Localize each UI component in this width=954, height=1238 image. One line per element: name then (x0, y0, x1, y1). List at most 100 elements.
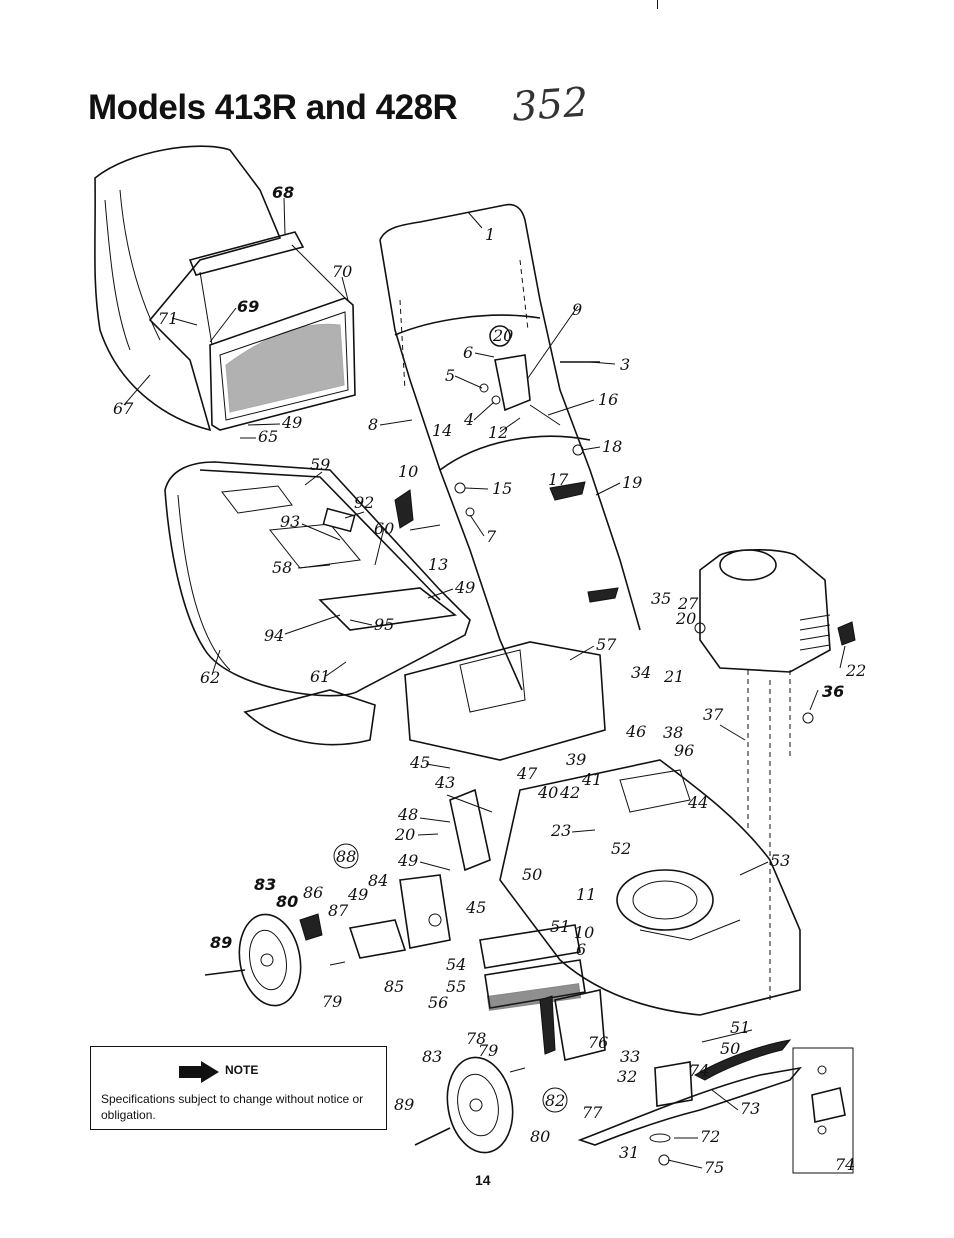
callout-71: 71 (158, 309, 178, 328)
callout-6b: 6 (576, 940, 586, 959)
callout-68: 68 (272, 183, 294, 202)
callout-61: 61 (310, 667, 330, 686)
page-title: Models 413R and 428R (88, 88, 458, 127)
callout-76: 76 (588, 1033, 608, 1052)
height-adjuster-rear (299, 788, 491, 959)
callout-95: 95 (374, 615, 394, 634)
callout-79: 79 (322, 992, 342, 1011)
callout-52: 52 (611, 839, 631, 858)
callout-56: 56 (428, 993, 448, 1012)
callout-45b: 45 (465, 898, 486, 917)
grass-catcher-bag (94, 145, 282, 432)
callout-11: 11 (576, 885, 596, 904)
callout-labels: 1 9 20 6 3 5 16 4 12 8 14 18 10 15 17 19… (113, 183, 866, 1177)
callout-23: 23 (550, 821, 571, 840)
callout-34: 34 (631, 663, 651, 682)
callout-22: 22 (845, 661, 866, 680)
callout-92: 92 (354, 493, 374, 512)
callout-32: 32 (617, 1067, 637, 1086)
callout-7: 7 (486, 527, 497, 546)
callout-72: 72 (700, 1127, 720, 1146)
callout-14: 14 (432, 421, 452, 440)
callout-85: 85 (384, 977, 404, 996)
callout-13: 13 (428, 555, 448, 574)
callout-86: 86 (303, 883, 323, 902)
arrow-right-icon (179, 1061, 219, 1083)
handle-hardware (394, 444, 619, 603)
callout-50: 50 (522, 865, 542, 884)
note-text: Specifications subject to change without… (101, 1092, 364, 1122)
callout-79b: 79 (478, 1041, 498, 1060)
callout-47: 47 (516, 764, 538, 783)
callout-51: 51 (550, 917, 570, 936)
height-adjuster-front (539, 989, 606, 1061)
rear-deflector (164, 461, 471, 746)
callout-75: 75 (704, 1158, 724, 1177)
callout-74b: 74 (835, 1155, 855, 1174)
callout-48: 48 (397, 805, 418, 824)
callout-65: 65 (258, 427, 278, 446)
mower-deck (404, 641, 801, 1016)
callout-5: 5 (445, 366, 455, 385)
callout-78: 78 (466, 1029, 486, 1048)
callout-88-circle (333, 843, 359, 869)
callout-46: 46 (625, 722, 646, 741)
callout-44: 44 (687, 793, 708, 812)
callout-87: 87 (328, 901, 349, 920)
callout-51b: 51 (730, 1018, 750, 1037)
callout-89: 89 (210, 933, 232, 952)
callout-53: 53 (770, 851, 790, 870)
callout-6: 6 (463, 343, 473, 362)
page-edge-tick (657, 0, 658, 9)
callout-20b: 20 (675, 609, 696, 628)
callout-94: 94 (264, 626, 284, 645)
callout-41: 41 (581, 770, 602, 789)
note-box: NOTE Specifications subject to change wi… (90, 1046, 387, 1130)
callout-40: 40 (537, 783, 558, 802)
callout-8: 8 (368, 415, 378, 434)
callout-80: 80 (276, 892, 298, 911)
callout-73: 73 (740, 1099, 760, 1118)
callout-38: 38 (663, 723, 683, 742)
blade-adapter-inset (792, 1047, 854, 1174)
callout-77: 77 (582, 1103, 603, 1122)
callout-67: 67 (113, 399, 134, 418)
callout-39: 39 (566, 750, 586, 769)
blade-assembly (577, 1039, 803, 1166)
callout-49b: 49 (454, 578, 475, 597)
rear-wheel (204, 913, 346, 1007)
callout-57: 57 (596, 635, 617, 654)
callout-36: 36 (822, 682, 844, 701)
callout-93: 93 (280, 512, 300, 531)
callout-58: 58 (272, 558, 292, 577)
callout-37: 37 (703, 705, 724, 724)
callout-27: 27 (677, 594, 699, 613)
callout-20c: 20 (394, 825, 415, 844)
callout-20: 20 (492, 326, 513, 345)
callout-83: 83 (254, 875, 276, 894)
callout-1: 1 (485, 225, 495, 244)
callout-43: 43 (434, 773, 455, 792)
callout-84: 84 (368, 871, 388, 890)
callout-89b: 89 (394, 1095, 414, 1114)
callout-4: 4 (463, 410, 474, 429)
callout-18: 18 (602, 437, 622, 456)
callout-59: 59 (310, 455, 330, 474)
page-number: 14 (475, 1172, 491, 1188)
callout-10: 10 (398, 462, 418, 481)
engine (694, 549, 856, 1000)
callout-82-circle (542, 1087, 568, 1113)
callout-49d: 49 (347, 885, 368, 904)
callout-3: 3 (620, 355, 630, 374)
callout-12: 12 (488, 423, 508, 442)
callout-45: 45 (409, 753, 430, 772)
callout-9: 9 (572, 300, 582, 319)
callout-54: 54 (446, 955, 466, 974)
note-heading: NOTE (225, 1063, 259, 1077)
callout-42: 42 (559, 783, 580, 802)
callout-49: 49 (281, 413, 302, 432)
callout-80b: 80 (530, 1127, 550, 1146)
callout-35: 35 (651, 589, 671, 608)
callout-88: 88 (336, 847, 356, 866)
